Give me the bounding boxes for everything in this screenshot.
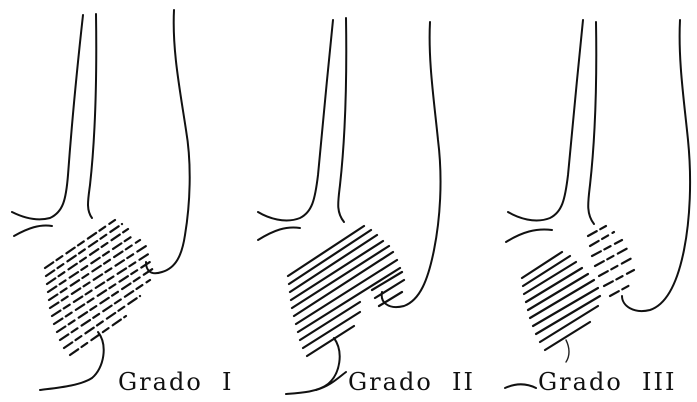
grade-3-label-stroke	[505, 384, 536, 388]
grade-3-label: Grado III	[538, 368, 676, 396]
panel-grade-2	[258, 18, 441, 394]
panel-2-lower-outline	[286, 338, 340, 394]
panel-3-hatch-distal-fragment	[522, 252, 600, 350]
grade-2-label: Grado II	[348, 368, 475, 396]
panel-3-hatch-proximal-fragment	[588, 226, 634, 296]
panel-3-inner-limb-outline	[588, 22, 596, 224]
panel-grade-3	[506, 20, 690, 362]
grade-1-label: Grado I	[118, 368, 234, 396]
panel-3-right-outline	[622, 20, 690, 311]
panel-1-lower-outline	[40, 332, 104, 390]
panel-3-branch-outline	[506, 230, 552, 243]
panel-2-branch-outline	[258, 228, 300, 241]
panel-2-left-limb-outline	[258, 20, 333, 220]
panel-grade-1	[12, 10, 190, 390]
panel-1-hatch-pattern	[45, 220, 154, 355]
panel-1-right-outline	[146, 10, 190, 273]
panel-1-branch-outline	[14, 225, 52, 236]
panel-1-inner-limb-outline	[88, 14, 96, 218]
panel-2-hatch-pattern	[288, 226, 404, 356]
panel-1-left-limb-outline	[12, 15, 83, 219]
panel-3-left-limb-outline	[508, 20, 583, 220]
panel-2-inner-limb-outline	[338, 18, 346, 222]
panel-3-lower-stub	[566, 340, 569, 362]
